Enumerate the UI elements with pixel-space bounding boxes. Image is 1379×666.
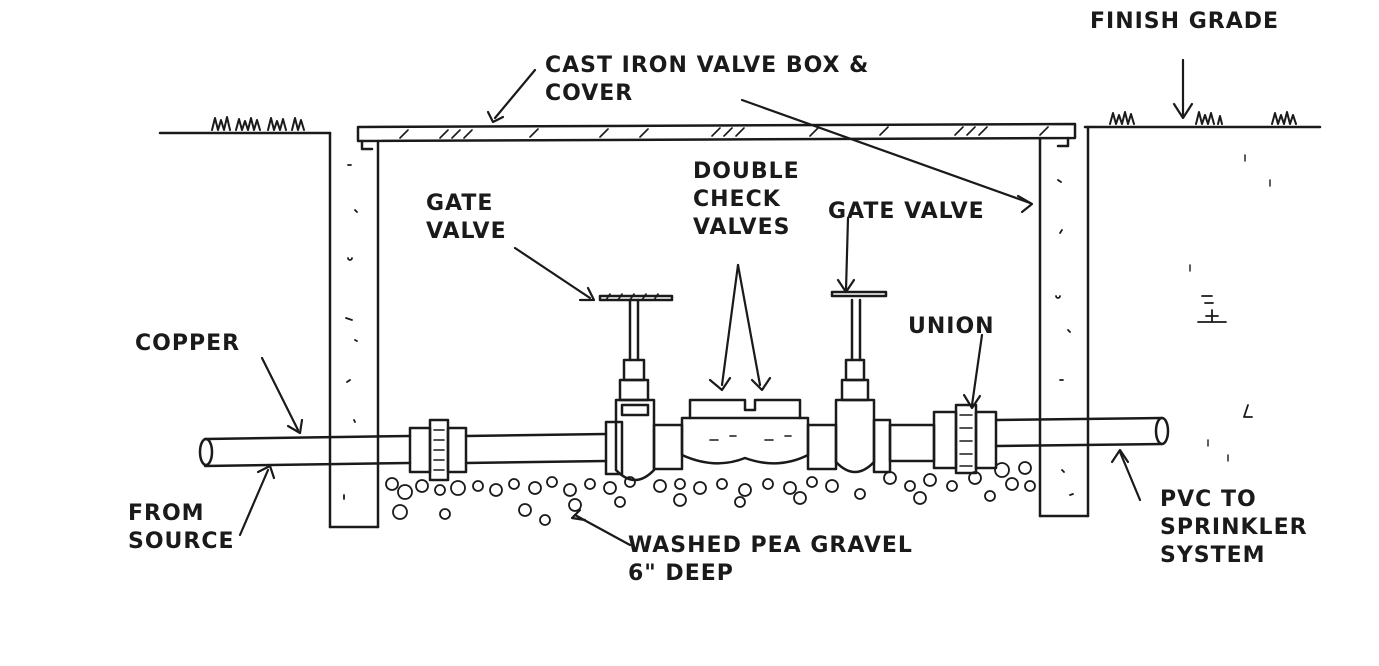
leader-lines	[238, 58, 1194, 547]
pvc-pipe	[994, 416, 1170, 448]
label-finish-grade: FINISH GRADE	[1090, 9, 1280, 34]
gate-valve-right	[806, 290, 892, 474]
dash-marks	[1189, 154, 1271, 462]
left-box-wall	[328, 131, 380, 529]
union-right	[888, 403, 998, 475]
label-copper: COPPER	[135, 331, 241, 356]
double-check-valves	[680, 398, 810, 465]
grass-right	[1109, 111, 1297, 125]
union-left	[408, 418, 468, 482]
label-gate-valve-right: GATE VALVE	[828, 199, 985, 224]
grass-left	[211, 116, 305, 131]
right-box-wall	[1038, 125, 1090, 518]
label-valve-box: CAST IRON VALVE BOX &COVER	[545, 53, 870, 106]
pea-gravel	[385, 461, 1036, 526]
valve-box-cover	[356, 122, 1077, 151]
finish-grade-line	[158, 125, 1322, 135]
gate-valve-left	[598, 293, 684, 482]
water-level-symbol	[1197, 295, 1253, 418]
label-union: UNION	[908, 314, 995, 339]
copper-pipe	[198, 432, 608, 468]
